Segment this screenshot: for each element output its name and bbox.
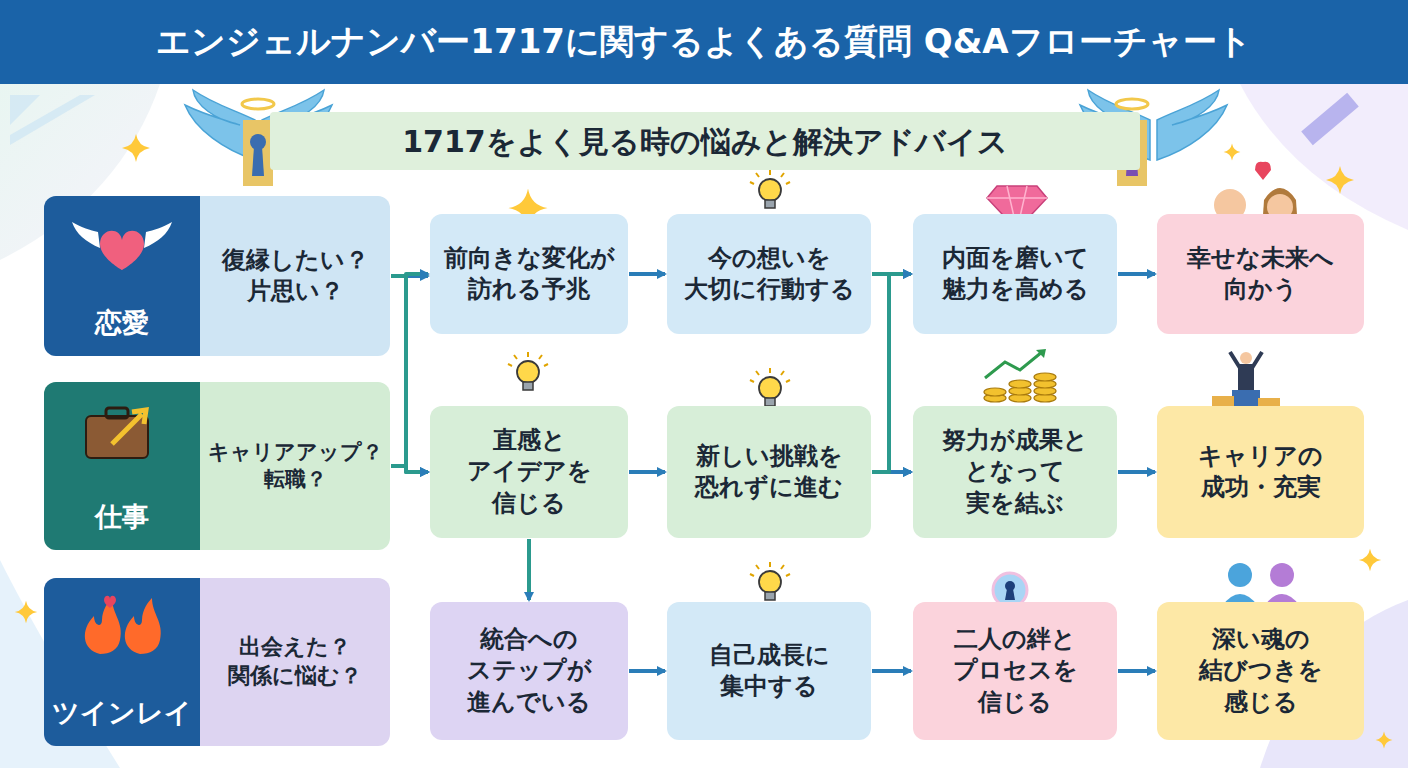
advice-box: 今の想いを 大切に行動する bbox=[667, 214, 871, 334]
advice-box: 前向きな変化が 訪れる予兆 bbox=[430, 214, 628, 334]
advice-box: 深い魂の 結びつきを 感じる bbox=[1157, 602, 1364, 740]
advice-text: 努力が成果と となって 実を結ぶ bbox=[921, 425, 1109, 519]
advice-box: 二人の絆と プロセスを 信じる bbox=[913, 602, 1117, 740]
flow-arrow bbox=[872, 669, 911, 673]
category-label: ツインレイ bbox=[52, 695, 192, 730]
question-text: キャリアアップ？ 転職？ bbox=[208, 439, 383, 494]
category-icon bbox=[72, 590, 172, 660]
advice-text: 新しい挑戦を 恐れずに進む bbox=[675, 441, 863, 503]
advice-box: 自己成長に 集中する bbox=[667, 602, 871, 740]
flow-arrow bbox=[629, 470, 665, 474]
flow-arrow bbox=[629, 669, 665, 673]
flow-arrow bbox=[527, 539, 531, 600]
flow-arrow bbox=[872, 274, 911, 472]
advice-box: キャリアの 成功・充実 bbox=[1157, 406, 1364, 538]
title-text: エンジェルナンバー1717に関するよくある質問 Q&Aフローチャート bbox=[156, 19, 1251, 65]
advice-text: 前向きな変化が 訪れる予兆 bbox=[438, 243, 620, 305]
advice-box: 努力が成果と となって 実を結ぶ bbox=[913, 406, 1117, 538]
advice-box: 内面を磨いて 魅力を高める bbox=[913, 214, 1117, 334]
flow-arrow bbox=[391, 274, 428, 466]
category-label-panel: 仕事 bbox=[44, 382, 200, 550]
advice-box: 統合への ステップが 進んでいる bbox=[430, 602, 628, 740]
category-label-panel: ツインレイ bbox=[44, 578, 200, 746]
advice-text: 自己成長に 集中する bbox=[675, 640, 863, 702]
advice-text: キャリアの 成功・充実 bbox=[1165, 441, 1356, 503]
category-icon bbox=[72, 208, 172, 278]
flow-arrow bbox=[872, 274, 911, 472]
category-box: ツインレイ出会えた？ 関係に悩む？ bbox=[44, 578, 390, 746]
flow-arrow bbox=[1118, 470, 1155, 474]
subtitle-text: 1717をよく見る時の悩みと解決アドバイス bbox=[402, 122, 1008, 161]
advice-box: 新しい挑戦を 恐れずに進む bbox=[667, 406, 871, 538]
question-panel: 出会えた？ 関係に悩む？ bbox=[200, 578, 390, 746]
category-box: 仕事 キャリアアップ？ 転職？ bbox=[44, 382, 390, 550]
advice-text: 今の想いを 大切に行動する bbox=[675, 243, 863, 305]
advice-box: 直感と アイデアを 信じる bbox=[430, 406, 628, 538]
flow-arrow bbox=[1118, 669, 1155, 673]
title-band: エンジェルナンバー1717に関するよくある質問 Q&Aフローチャート bbox=[0, 0, 1408, 84]
question-text: 復縁したい？ 片思い？ bbox=[208, 245, 382, 307]
flow-arrow bbox=[629, 272, 665, 276]
advice-text: 深い魂の 結びつきを 感じる bbox=[1165, 624, 1356, 718]
category-box: 恋愛 復縁したい？ 片思い？ bbox=[44, 196, 390, 356]
question-text: 出会えた？ 関係に悩む？ bbox=[208, 633, 382, 690]
category-label: 恋愛 bbox=[95, 305, 149, 340]
question-panel: 復縁したい？ 片思い？ bbox=[200, 196, 390, 356]
advice-text: 内面を磨いて 魅力を高める bbox=[921, 243, 1109, 305]
flow-arrow bbox=[391, 276, 428, 472]
flow-arrow bbox=[1118, 272, 1155, 276]
advice-text: 統合への ステップが 進んでいる bbox=[438, 624, 620, 718]
subtitle-band: 1717をよく見る時の悩みと解決アドバイス bbox=[270, 112, 1140, 170]
question-panel: キャリアアップ？ 転職？ bbox=[200, 382, 390, 550]
advice-text: 二人の絆と プロセスを 信じる bbox=[921, 624, 1109, 718]
category-icon bbox=[72, 394, 172, 464]
category-label: 仕事 bbox=[95, 499, 149, 534]
category-label-panel: 恋愛 bbox=[44, 196, 200, 356]
advice-text: 幸せな未来へ 向かう bbox=[1165, 243, 1356, 305]
advice-box: 幸せな未来へ 向かう bbox=[1157, 214, 1364, 334]
advice-text: 直感と アイデアを 信じる bbox=[438, 425, 620, 519]
